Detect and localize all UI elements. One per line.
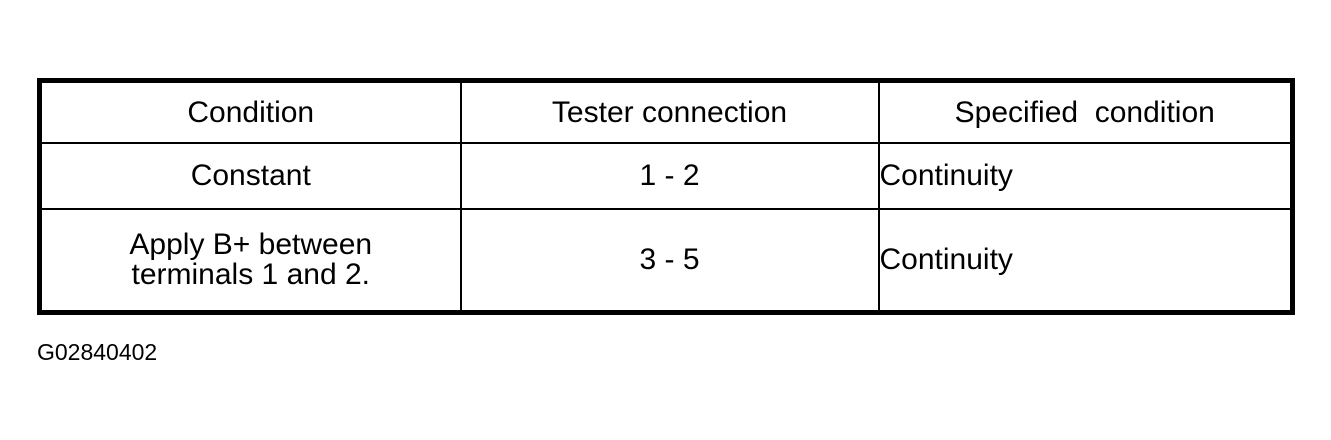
- cell-condition-row2-line2: terminals 1 and 2.: [131, 258, 370, 291]
- specification-table: Condition Tester connection Specified co…: [37, 78, 1295, 315]
- cell-condition-row1: Constant: [38, 142, 462, 210]
- column-header-specified-condition: Specified condition: [877, 79, 1294, 144]
- cell-specified-condition-row2: Continuity: [877, 208, 1294, 314]
- cell-tester-connection-row2: 3 - 5: [459, 208, 880, 314]
- cell-condition-row2: Apply B+ between terminals 1 and 2.: [38, 208, 462, 314]
- cell-condition-row2-line1: Apply B+ between: [129, 228, 373, 261]
- table-row: Apply B+ between terminals 1 and 2. 3 - …: [38, 208, 1294, 314]
- cell-specified-condition-row1: Continuity: [877, 142, 1294, 210]
- table-row: Constant 1 - 2 Continuity: [38, 142, 1294, 210]
- column-header-condition: Condition: [38, 79, 462, 144]
- cell-tester-connection-row1: 1 - 2: [459, 142, 880, 210]
- figure-caption: G02840402: [37, 339, 158, 365]
- column-header-tester-connection: Tester connection: [459, 79, 880, 144]
- table-header-row: Condition Tester connection Specified co…: [38, 79, 1294, 144]
